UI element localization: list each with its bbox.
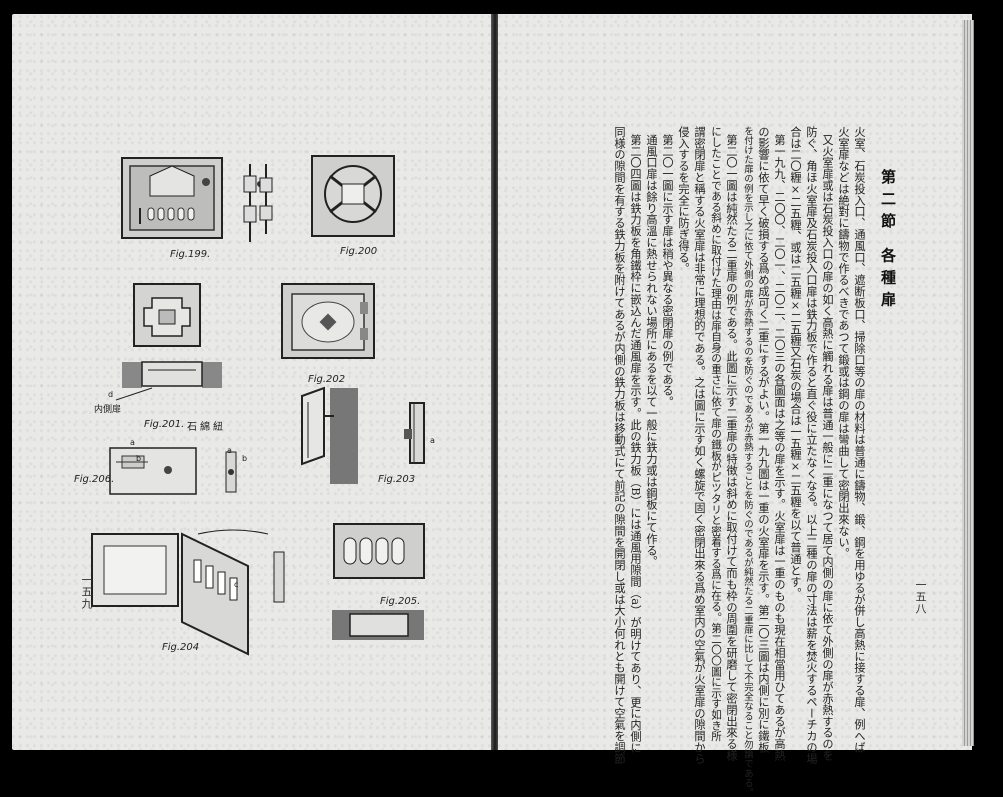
figure-206-marker-a: a — [130, 438, 135, 447]
figure-203-label: Fig.203 — [378, 474, 416, 485]
figure-205-drawing — [332, 523, 425, 640]
figure-206-drawing — [109, 447, 237, 495]
figure-199-label: Fig.199. — [170, 249, 211, 260]
text-column-2: 火室扉などは絶對に鑄物で作るべきであつて鍛或は鋼の扉は彎曲して密閉出來ない。 — [837, 126, 850, 560]
page-edge-stack — [962, 20, 974, 746]
text-column-8: を付けた扉の例を示し之に依て外側の扉が赤熱するのを防ぐのであるが赤熱することを防… — [742, 126, 753, 797]
text-column-6: 第一九九、二〇〇、二〇一、二〇二、二〇三の各圖面は之等の扉を示す。火室扉は一重の… — [773, 134, 786, 761]
figure-200-label: Fig.200 — [340, 246, 378, 257]
figure-201-label: Fig.201. — [144, 419, 185, 430]
figure-204-drawing — [91, 529, 285, 656]
figure-203-left-drawing — [301, 386, 358, 484]
figure-199-drawing — [121, 157, 263, 242]
text-column-7: の影響に依て早く破損する爲め成可く二重にするがよい。第一九九圖は一重の火室扉を示… — [757, 126, 770, 753]
figure-201-marker-d: d — [108, 390, 114, 399]
text-column-4: 防ぐ、角ほ火室扉及石炭投入口扉は鉄力板で作ると直ぐ役に立たなくなる。以上二種の扉… — [805, 126, 818, 765]
figure-205-label: Fig.205. — [380, 596, 421, 607]
text-column-14: 通風口扉は餘り高溫に熱せられない場所にあるを以て一般に鉄力或は鋼板にて作る。 — [645, 134, 658, 568]
figure-206-label: Fig.206. — [74, 474, 115, 485]
figure-201-inner-door-label: 内側扉 — [94, 405, 122, 415]
right-page: 第二節 各種扉 火室、石炭投入口、通風口、遮断板口、掃除口等の扉の材料は普通に鑄… — [498, 14, 972, 797]
text-column-16: 同様の隙間を有する鉄力板を附けてあるが内側の鉄力板は移動式にて前記の隙間を開閉し… — [613, 126, 626, 765]
figure-200-drawing — [259, 155, 395, 237]
text-column-1: 火室、石炭投入口、通風口、遮断板口、掃除口等の扉の材料は普通に鑄物、鍛、鋼を用ゆ… — [853, 126, 866, 753]
text-column-12: 侵入するを完全に防ぎ得る。 — [677, 126, 690, 275]
left-page-number: 一五九 — [80, 574, 93, 610]
text-column-9: 第二〇一圖は純然たる二重扉の例である。此圖に示す二重扉の特徴は斜めに取付けて而も… — [725, 134, 738, 761]
figure-203-marker-a: a — [430, 436, 435, 445]
figure-201-drawing — [115, 283, 222, 401]
section-title: 第二節 各種扉 — [879, 169, 897, 314]
text-column-11: 謂密閉扉と稱する火室扉は非常に理想的である。之は圖に示す如く螺旋で固く密閉出來る… — [693, 126, 706, 765]
figure-206-side-marker-a: a — [227, 446, 232, 455]
figure-206-side-marker-b: b — [242, 454, 248, 463]
figure-202-label: Fig.202 — [308, 374, 346, 385]
figure-204-marker-c: c — [234, 580, 239, 589]
text-column-13: 第二〇一圖に示す扉は稍や異なる密閉扉の例である。 — [661, 134, 674, 408]
figure-206-marker-b: b — [136, 454, 142, 463]
text-column-5: 合は二〇糎×二五糎、或は二五糎×二五糎又石炭の場合は一五糎×二五糎を以て普通とす… — [789, 126, 802, 599]
text-column-10: にしたことである斜めに取付けた理由は扉自身の重さに依て扉の鐵板がピツタリと密着す… — [710, 126, 722, 742]
figure-203-right-drawing — [404, 402, 425, 464]
text-column-15: 第二〇四圖は鉄力板を角鐵枠に嵌込んだ通風扉を示す。此の鉄力板（B）には通風用隙間… — [629, 134, 642, 754]
figure-201-note: 石綿紐 — [187, 422, 226, 433]
left-page: Fig.199. Fig.200 d 内側扉 Fig.201. 石綿紐 Fig.… — [12, 14, 492, 750]
figure-202-drawing — [281, 283, 375, 359]
text-column-3: 又火室扉或は石炭投入口の扉の如く高熱に觸れる扉は普通一般に二重になつて居て内側の… — [821, 134, 834, 761]
right-page-number: 一五八 — [914, 579, 927, 615]
figure-204-label: Fig.204 — [162, 642, 200, 653]
book-gutter — [491, 14, 499, 750]
